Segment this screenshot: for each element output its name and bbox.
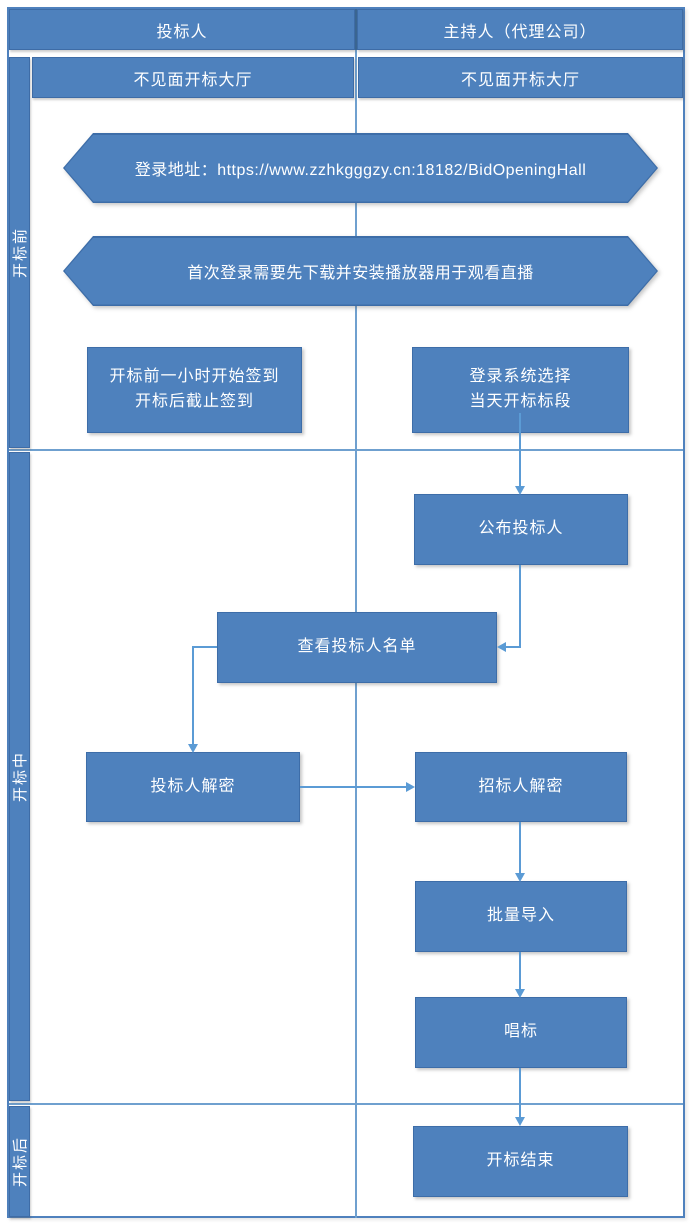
connector-import-to-reading — [519, 952, 521, 990]
connector-viewlist-left — [192, 646, 217, 648]
login-select-section-box: 登录系统选择 当天开标标段 — [412, 347, 629, 433]
subheader-hall-left-label: 不见面开标大厅 — [133, 71, 253, 89]
phase-divider-pre-during — [9, 449, 683, 451]
batch-import-label: 批量导入 — [486, 907, 555, 925]
subheader-hall-right: 不见面开标大厅 — [358, 57, 683, 98]
connector-announce-down — [519, 565, 521, 647]
arrowhead-into-announce — [515, 486, 525, 495]
signin-window-line2: 开标后截止签到 — [134, 393, 254, 410]
bid-opening-end-box: 开标结束 — [413, 1126, 628, 1197]
login-select-line1: 登录系统选择 — [469, 368, 572, 386]
login-url-hexagon: 登录地址：https://www.zzhkgggzy.cn:18182/BidO… — [63, 133, 658, 203]
diagram-frame — [7, 7, 685, 1218]
tenderer-decrypt-box: 招标人解密 — [415, 752, 627, 822]
batch-import-box: 批量导入 — [415, 881, 627, 952]
view-bidder-list-label: 查看投标人名单 — [297, 638, 417, 656]
connector-select-to-announce — [519, 413, 521, 487]
player-install-hexagon: 首次登录需要先下载并安装播放器用于观看直播 — [63, 236, 658, 306]
lane-header-separator — [355, 9, 357, 50]
login-url-hexagon-fill: 登录地址：https://www.zzhkgggzy.cn:18182/BidO… — [65, 135, 657, 202]
player-install-text: 首次登录需要先下载并安装播放器用于观看直播 — [187, 265, 534, 282]
bid-opening-end-label: 开标结束 — [486, 1152, 555, 1170]
subheader-hall-right-label: 不见面开标大厅 — [460, 71, 580, 89]
lane-header-bidder: 投标人 — [9, 9, 355, 50]
signin-window-box: 开标前一小时开始签到 开标后截止签到 — [87, 347, 302, 433]
arrowhead-into-view-list — [497, 642, 506, 652]
arrowhead-into-end — [515, 1117, 525, 1126]
connector-viewlist-down — [192, 646, 194, 745]
arrowhead-into-tenderer-decrypt — [406, 782, 415, 792]
phase-label-during-bidding: 开标中 — [12, 750, 30, 803]
connector-decrypt-horizontal — [300, 786, 407, 788]
arrowhead-into-batch-import — [515, 873, 525, 882]
arrowhead-into-bidder-decrypt — [188, 744, 198, 753]
bidder-decrypt-box: 投标人解密 — [86, 752, 300, 822]
signin-window-line1: 开标前一小时开始签到 — [109, 368, 280, 386]
connector-reading-to-end — [519, 1068, 521, 1118]
phase-band-during-bidding: 开标中 — [9, 452, 30, 1101]
view-bidder-list-box: 查看投标人名单 — [217, 612, 497, 683]
phase-label-pre-bidding: 开标前 — [12, 226, 30, 279]
player-install-hexagon-fill: 首次登录需要先下载并安装播放器用于观看直播 — [65, 238, 657, 305]
bid-reading-label: 唱标 — [503, 1023, 538, 1041]
lane-header-bidder-label: 投标人 — [156, 23, 208, 41]
login-select-line2: 当天开标标段 — [469, 393, 572, 410]
announce-bidders-box: 公布投标人 — [414, 494, 628, 565]
tenderer-decrypt-label: 招标人解密 — [478, 777, 564, 795]
phase-divider-during-post — [9, 1103, 683, 1105]
connector-announce-left — [503, 646, 521, 648]
bid-reading-box: 唱标 — [415, 997, 627, 1068]
subheader-hall-left: 不见面开标大厅 — [32, 57, 354, 98]
connector-decrypt-to-import — [519, 822, 521, 874]
lane-header-host: 主持人（代理公司） — [357, 9, 683, 50]
login-url-text: 登录地址：https://www.zzhkgggzy.cn:18182/BidO… — [134, 162, 587, 179]
lane-header-host-label: 主持人（代理公司） — [443, 23, 597, 41]
phase-label-post-bidding: 开标后 — [12, 1135, 30, 1188]
phase-band-pre-bidding: 开标前 — [9, 57, 30, 448]
phase-band-post-bidding: 开标后 — [9, 1106, 30, 1217]
announce-bidders-label: 公布投标人 — [478, 520, 564, 538]
bidder-decrypt-label: 投标人解密 — [150, 777, 236, 795]
arrowhead-into-bid-reading — [515, 989, 525, 998]
